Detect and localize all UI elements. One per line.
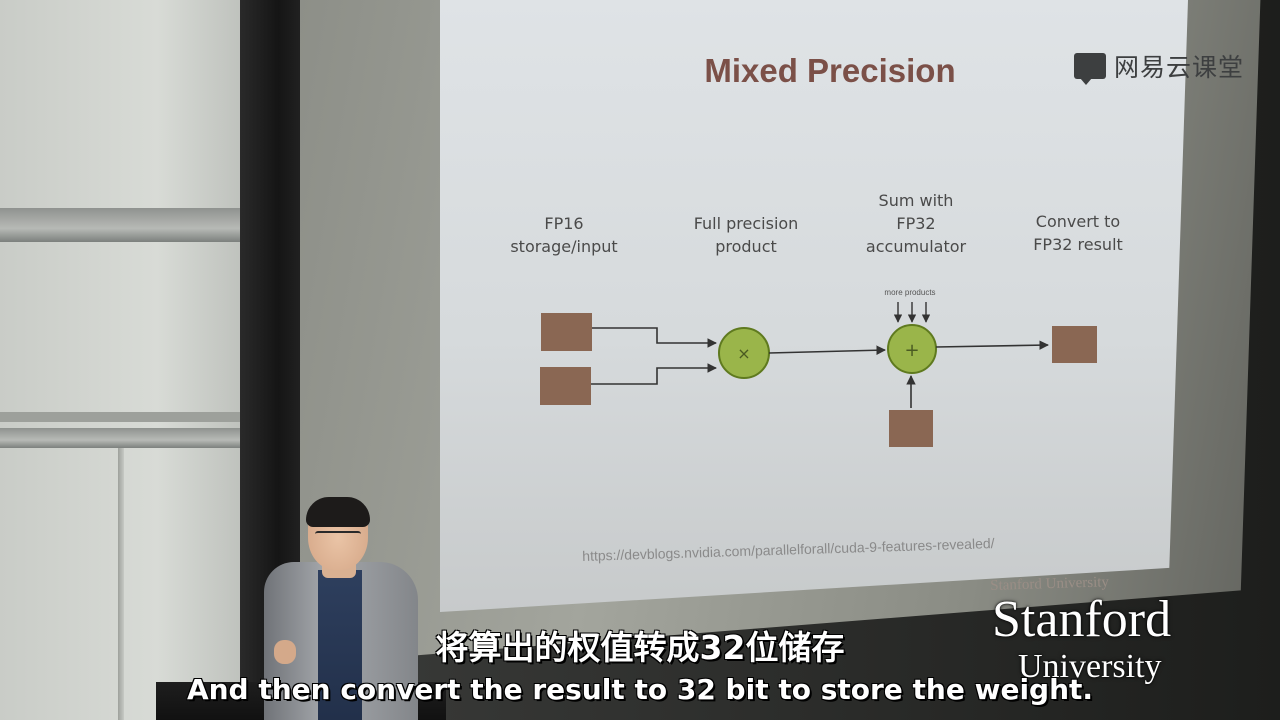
slide <box>440 0 1188 612</box>
chat-bubble-icon <box>1074 53 1106 85</box>
add-symbol: + <box>904 340 919 361</box>
fp16-input-box-b <box>540 367 591 405</box>
step-label-fp32-accumulator: Sum with FP32 accumulator <box>865 191 967 256</box>
left-wall <box>0 0 262 720</box>
stanford-logo-line1: Stanford <box>992 591 1172 648</box>
watermark-text: 网易云课堂 <box>1114 53 1245 82</box>
step-label-fp16-input: FP16 storage/input <box>510 214 618 256</box>
presenter-hair <box>306 497 370 527</box>
wall-rail <box>0 412 262 422</box>
add-node <box>887 324 937 374</box>
connector-product <box>768 345 886 356</box>
slide-title: Mixed Precision <box>704 52 956 89</box>
fp32-result-box <box>1052 326 1097 363</box>
more-products-label: more products <box>884 288 936 297</box>
subtitle-english: And then convert the result to 32 bit to… <box>186 673 1094 706</box>
presenter-hand <box>274 640 296 664</box>
connector-input-b <box>591 363 717 385</box>
wall-band-upper <box>0 208 262 242</box>
stanford-logo-line2: University <box>1018 648 1162 685</box>
presenter-glasses <box>315 531 361 543</box>
fp32-accumulator-box <box>889 410 933 447</box>
presenter-shirt <box>318 570 362 720</box>
wall-seam <box>118 448 124 720</box>
netease-watermark: 网易云课堂 <box>1074 50 1245 85</box>
subtitle-chinese: 将算出的权值转成32位储存 <box>435 628 845 667</box>
multiply-symbol: × <box>737 344 750 363</box>
connector-sum <box>935 340 1049 350</box>
wall-band-lower <box>0 428 262 448</box>
connector-input-a <box>592 327 717 348</box>
step-label-full-precision-product: Full precision product <box>693 214 799 256</box>
step-label-convert-result: Convert to FP32 result <box>1033 212 1123 254</box>
fp16-input-box-a <box>541 313 592 351</box>
